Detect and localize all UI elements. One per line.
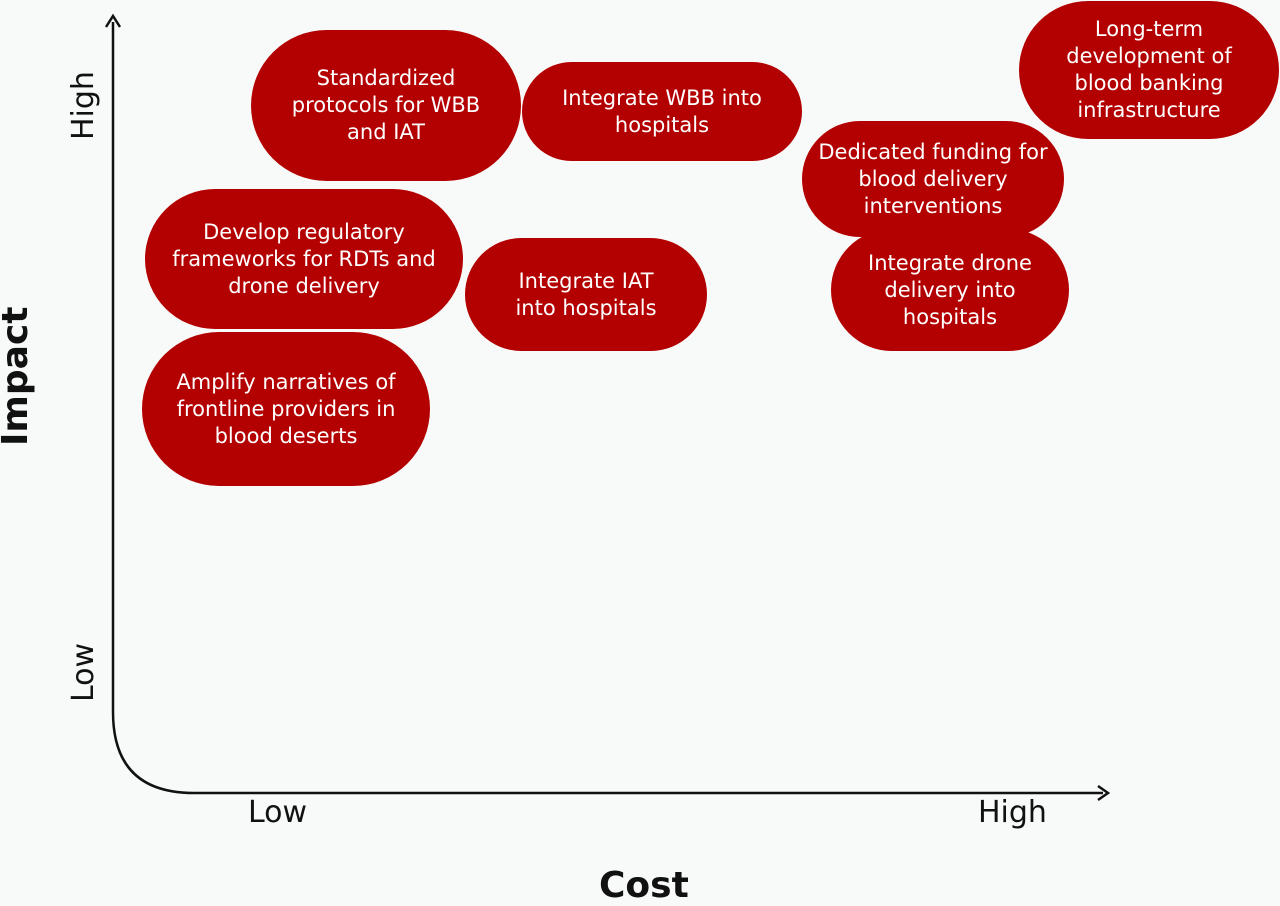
x-axis-arrowhead <box>1097 784 1111 802</box>
y-axis-low-label: Low <box>66 642 101 702</box>
item-dedicated-funding: Dedicated funding for blood delivery int… <box>802 121 1064 237</box>
item-label: Long-term development of blood banking i… <box>1066 17 1232 122</box>
item-integrate-wbb: Integrate WBB into hospitals <box>522 62 802 161</box>
item-label: Dedicated funding for blood delivery int… <box>818 139 1048 218</box>
item-regulatory-frameworks: Develop regulatory frameworks for RDTs a… <box>145 189 463 329</box>
x-axis <box>194 784 1111 802</box>
x-axis-high-label: High <box>978 795 1047 830</box>
y-axis <box>104 13 122 712</box>
item-label: Standardized protocols for WBB and IAT <box>291 66 481 144</box>
y-axis-title: Impact <box>0 306 36 446</box>
item-label: Develop regulatory frameworks for RDTs a… <box>172 219 436 298</box>
item-integrate-drone-delivery: Integrate drone delivery into hospitals <box>831 229 1069 351</box>
axis-corner-curve <box>111 711 195 795</box>
item-integrate-iat: Integrate IAT into hospitals <box>465 238 707 351</box>
y-axis-arrowhead <box>104 13 122 28</box>
item-label: Integrate IAT into hospitals <box>515 268 657 320</box>
item-label: Amplify narratives of frontline provider… <box>176 369 396 448</box>
x-axis-title: Cost <box>599 865 689 906</box>
item-amplify-narratives: Amplify narratives of frontline provider… <box>142 332 430 486</box>
item-label: Integrate WBB into hospitals <box>562 85 762 137</box>
item-label: Integrate drone delivery into hospitals <box>868 250 1032 329</box>
item-long-term-infrastructure: Long-term development of blood banking i… <box>1019 1 1279 139</box>
x-axis-low-label: Low <box>248 795 308 830</box>
item-standardized-protocols: Standardized protocols for WBB and IAT <box>251 30 521 181</box>
y-axis-high-label: High <box>66 71 101 140</box>
